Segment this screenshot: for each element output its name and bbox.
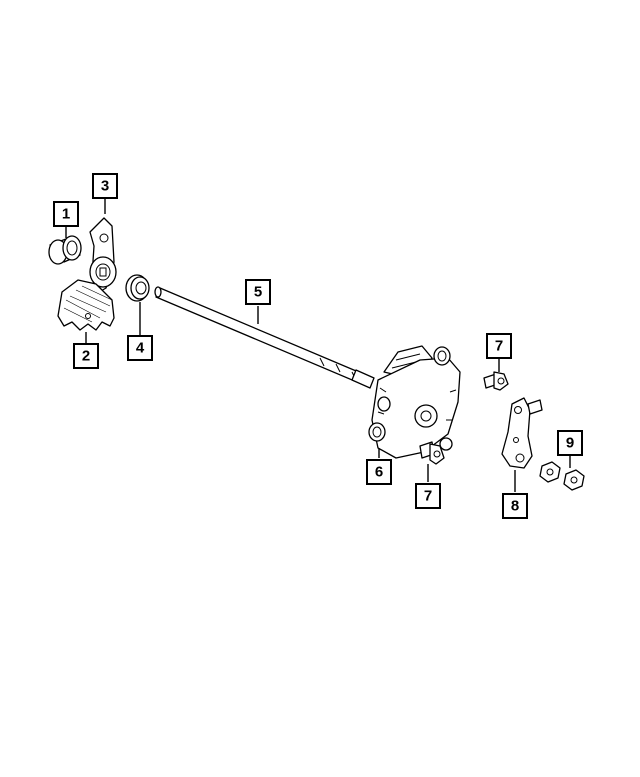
callout-1: 1 — [53, 201, 79, 227]
leader-lines — [65, 198, 571, 492]
part-2-3-lever-assembly — [57, 217, 117, 331]
callout-8-label: 8 — [511, 498, 519, 515]
callout-2: 2 — [73, 343, 99, 369]
callout-2-label: 2 — [82, 348, 90, 365]
part-9-nuts — [539, 461, 585, 491]
callout-9-label: 9 — [566, 435, 574, 452]
part-1-bushing — [48, 235, 82, 265]
callout-9: 9 — [557, 430, 583, 456]
part-4-seal — [125, 274, 150, 302]
part-5-shaft — [154, 286, 375, 389]
part-6-switch-housing — [368, 345, 461, 459]
part-7-bolt-lower — [419, 441, 445, 465]
callout-6-label: 6 — [375, 464, 383, 481]
callout-7-lower-label: 7 — [424, 488, 432, 505]
callout-7-upper-label: 7 — [495, 338, 503, 355]
callout-3-label: 3 — [101, 178, 109, 195]
callout-5-label: 5 — [254, 284, 262, 301]
callout-1-label: 1 — [62, 206, 70, 223]
callout-7-lower: 7 — [415, 483, 441, 509]
part-8-lever — [501, 397, 543, 469]
callout-5: 5 — [245, 279, 271, 305]
callout-3: 3 — [92, 173, 118, 199]
callout-4-label: 4 — [136, 340, 145, 357]
callout-6: 6 — [366, 459, 392, 485]
callout-4: 4 — [127, 335, 153, 361]
callout-8: 8 — [502, 493, 528, 519]
callout-7-upper: 7 — [486, 333, 512, 359]
part-7-bolt-upper — [483, 371, 509, 391]
